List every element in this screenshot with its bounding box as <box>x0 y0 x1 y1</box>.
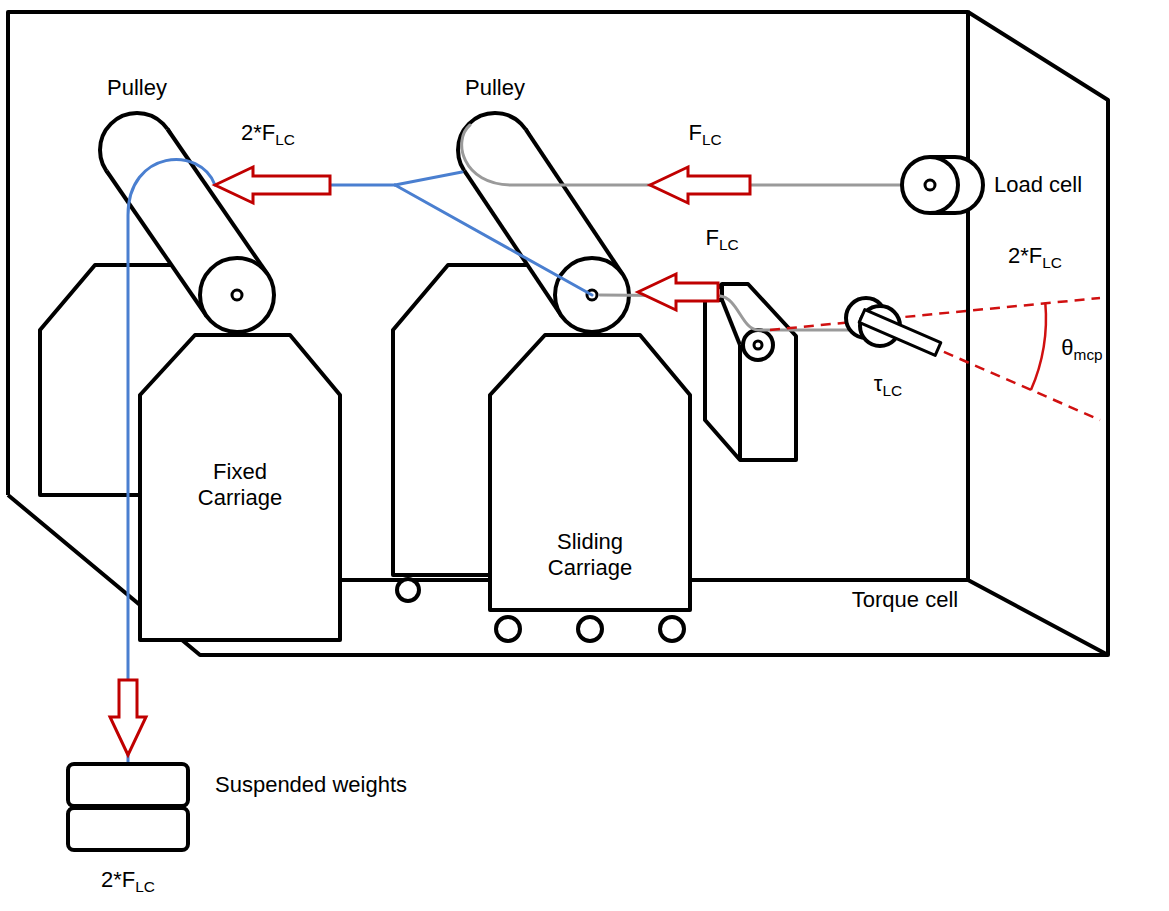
force-arrow <box>650 167 750 203</box>
weight-disc <box>68 764 188 806</box>
blue-cable <box>128 160 395 764</box>
small-pulley <box>743 330 773 360</box>
wheel <box>397 579 419 601</box>
carriage-box: Sliding Carriage <box>490 335 690 610</box>
carriage-text-block: Fixed Carriage <box>175 459 305 512</box>
force-arrow <box>110 680 146 755</box>
force-label: FLC <box>705 225 738 254</box>
carriage-label: Sliding Carriage <box>525 529 655 582</box>
angle-arc <box>1031 303 1046 391</box>
pulley-hub <box>232 290 242 300</box>
carriage-text-block: Sliding Carriage <box>525 529 655 582</box>
part-label: Torque cell <box>852 587 958 613</box>
pulley-edge <box>526 129 623 274</box>
wheel <box>660 617 684 641</box>
force-label: FLC <box>688 120 721 149</box>
load-cell-face <box>902 157 958 213</box>
carriage-shape <box>490 335 690 610</box>
wheel <box>578 617 602 641</box>
bracket-edge <box>722 300 740 345</box>
load-cell-hole <box>925 180 935 190</box>
pulley-label: Pulley <box>465 75 525 101</box>
pulley-edge <box>464 171 561 316</box>
carriage-label: Fixed Carriage <box>175 459 305 512</box>
blue-cable <box>395 185 592 295</box>
angle-label: θmcp <box>1059 335 1104 364</box>
torque-label: τLC <box>874 371 902 400</box>
pulley-bracket <box>705 284 796 460</box>
force-label: 2*FLC <box>241 120 295 149</box>
force-label: 2*FLC <box>101 867 155 896</box>
angle-reference-line <box>770 298 1100 330</box>
carriage-box: Fixed Carriage <box>140 335 340 640</box>
side-wall <box>968 12 1108 655</box>
force-label: 2*FLC <box>1008 243 1062 272</box>
wheel <box>496 617 520 641</box>
force-arrow <box>215 167 330 203</box>
blue-cable <box>395 172 462 185</box>
finger-lever <box>859 310 941 356</box>
pulley-face <box>200 258 274 332</box>
part-label: Load cell <box>992 172 1084 198</box>
weight-disc <box>68 808 188 850</box>
force-arrow <box>638 274 718 310</box>
bracket-edge <box>738 345 742 460</box>
pulley-label: Pulley <box>107 75 167 101</box>
carriage-shape <box>140 335 340 640</box>
small-pulley-hub <box>754 341 762 349</box>
part-label: Suspended weights <box>215 772 407 798</box>
pulley-edge <box>107 171 207 316</box>
